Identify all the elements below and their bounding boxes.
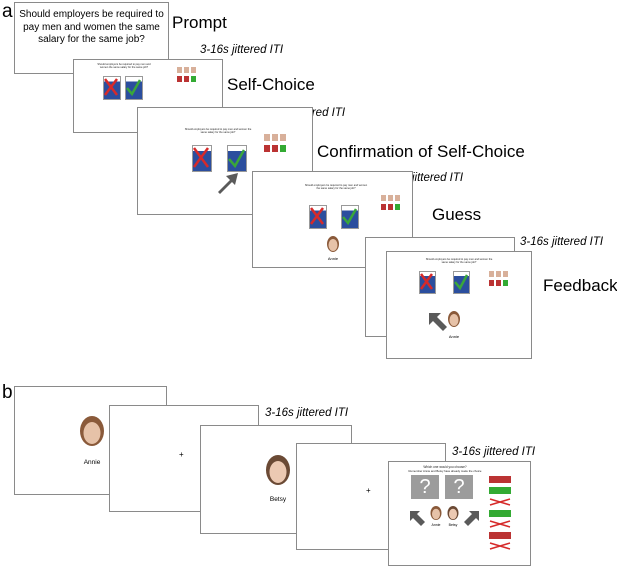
self-choice-screen: Should employers be required to pay men … (73, 59, 223, 133)
red-x-icon (419, 273, 434, 290)
choice-icons-grid (489, 271, 508, 286)
green-check-icon (454, 274, 468, 291)
screen-question: Should employers be required to pay men … (304, 184, 368, 190)
arrow-icon (464, 511, 479, 526)
iti-label: 3-16s jittered ITI (520, 236, 604, 248)
panel-a-letter: a (2, 1, 13, 22)
face-image (447, 506, 459, 520)
face-name: Betsy (269, 496, 287, 503)
face-image (448, 311, 460, 327)
screen-question: Should employers be required to pay men … (97, 63, 151, 69)
prompt-question: Should employers be required to pay men … (19, 9, 164, 45)
face-image (327, 236, 339, 252)
screen-question: Should employers be required to pay men … (425, 258, 493, 264)
final-question: Which one would you choose? (423, 465, 467, 469)
arrow-icon (410, 511, 425, 526)
iti-label: 3-16s jittered ITI (265, 407, 349, 419)
choice-icons-column (489, 476, 511, 550)
face-image (80, 416, 104, 446)
stage-label-guess: Guess (432, 205, 482, 224)
face-name: Annie (327, 256, 339, 261)
red-x-icon (104, 78, 118, 96)
face-name: Annie (83, 459, 101, 466)
stage-label-self-choice: Self-Choice (227, 75, 315, 94)
choice-icons-grid (264, 134, 286, 152)
green-check-icon (228, 149, 245, 169)
face-image (430, 506, 442, 520)
red-x-icon (192, 147, 210, 168)
arrow-icon (218, 173, 238, 194)
unknown-choice-box: ? (411, 475, 439, 499)
stage-label-confirmation: Confirmation of Self-Choice (317, 142, 525, 161)
stage-label-feedback: Feedback (543, 276, 617, 295)
choice-name: Betsy (448, 523, 458, 527)
final-subquestion: Remember Annie and Betsy have already ma… (408, 469, 482, 473)
screen-question: Should employers be required to pay men … (184, 128, 252, 134)
choice-icons-grid (381, 195, 400, 210)
choice-icons-grid (177, 67, 196, 82)
fixation-cross: + (366, 486, 371, 495)
iti-label: 3-16s jittered ITI (452, 446, 536, 458)
red-x-icon (310, 207, 324, 225)
unknown-choice-box: ? (445, 475, 473, 499)
green-check-icon (342, 208, 357, 226)
arrow-icon (429, 313, 447, 331)
green-check-icon (126, 79, 141, 97)
face-name: Annie (448, 334, 460, 339)
choice-name: Annie (431, 523, 441, 527)
stage-label-prompt: Prompt (172, 13, 227, 32)
fixation-cross: + (179, 450, 184, 459)
iti-label: 3-16s jittered ITI (200, 44, 284, 56)
panel-b-letter: b (2, 382, 13, 403)
face-image (266, 455, 290, 485)
final-choice-screen: Which one would you choose? Remember Ann… (388, 461, 531, 566)
feedback-screen: Should employers be required to pay men … (386, 251, 532, 359)
